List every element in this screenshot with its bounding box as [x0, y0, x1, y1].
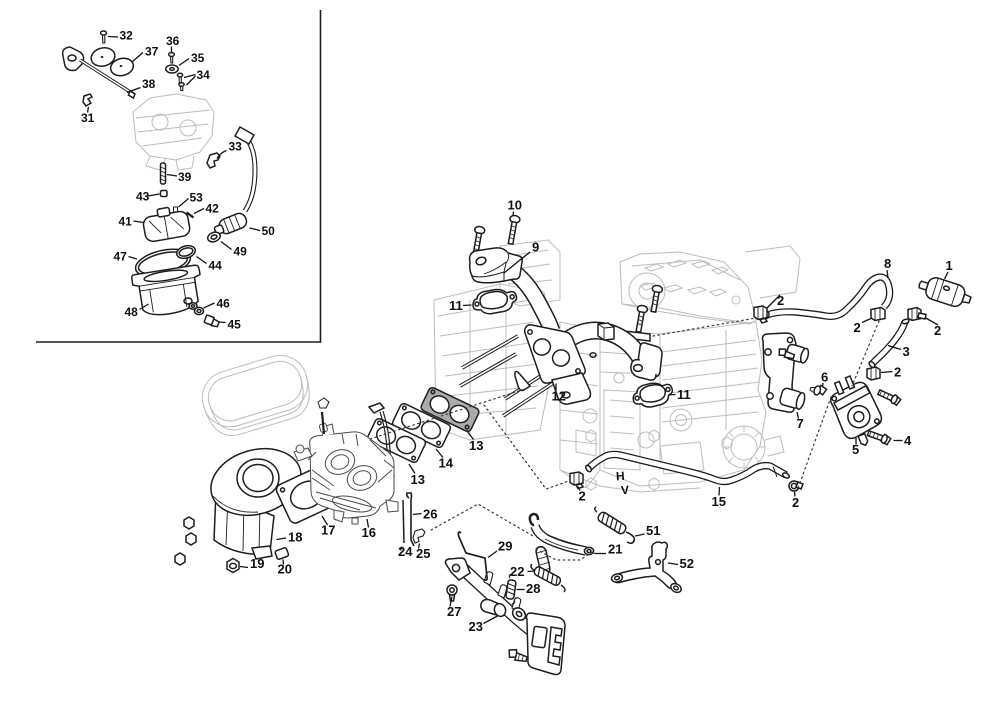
svg-text:15: 15 [712, 494, 726, 509]
svg-text:2: 2 [934, 323, 941, 338]
svg-text:13: 13 [469, 438, 483, 453]
svg-text:2: 2 [579, 489, 586, 504]
svg-text:50: 50 [262, 224, 276, 238]
svg-text:44: 44 [209, 259, 223, 273]
svg-text:25: 25 [416, 546, 430, 561]
svg-text:46: 46 [217, 297, 231, 311]
svg-text:V: V [621, 483, 630, 498]
svg-text:29: 29 [498, 539, 512, 554]
svg-text:12: 12 [552, 389, 566, 404]
svg-text:H: H [616, 469, 626, 484]
svg-text:31: 31 [81, 111, 95, 125]
svg-text:42: 42 [206, 202, 220, 216]
svg-text:39: 39 [178, 170, 192, 184]
svg-text:47: 47 [114, 250, 128, 264]
svg-text:16: 16 [362, 525, 376, 540]
svg-text:49: 49 [234, 245, 248, 259]
svg-text:11: 11 [677, 387, 691, 402]
svg-text:45: 45 [228, 318, 242, 332]
svg-text:24: 24 [398, 544, 413, 559]
svg-text:14: 14 [439, 456, 454, 471]
svg-text:43: 43 [136, 190, 150, 204]
svg-text:2: 2 [894, 365, 901, 380]
svg-text:27: 27 [447, 604, 461, 619]
svg-text:17: 17 [321, 523, 335, 538]
svg-text:2: 2 [854, 320, 861, 335]
svg-text:41: 41 [119, 215, 133, 229]
svg-text:34: 34 [197, 68, 211, 82]
svg-text:32: 32 [120, 29, 134, 43]
svg-text:3: 3 [903, 344, 910, 359]
svg-text:1: 1 [946, 258, 953, 273]
svg-text:6: 6 [821, 370, 828, 385]
svg-text:2: 2 [792, 495, 799, 510]
svg-text:37: 37 [145, 45, 159, 59]
svg-text:2: 2 [777, 293, 784, 308]
svg-text:38: 38 [142, 77, 156, 91]
svg-text:51: 51 [646, 523, 660, 538]
svg-text:35: 35 [191, 51, 205, 65]
svg-text:10: 10 [508, 198, 522, 213]
svg-text:28: 28 [526, 581, 540, 596]
svg-text:20: 20 [278, 562, 292, 577]
svg-text:4: 4 [904, 433, 912, 448]
svg-text:5: 5 [852, 442, 859, 457]
svg-text:48: 48 [125, 305, 139, 319]
svg-text:18: 18 [288, 530, 302, 545]
svg-text:7: 7 [797, 416, 804, 431]
svg-text:9: 9 [532, 240, 539, 255]
svg-text:53: 53 [190, 191, 204, 205]
svg-text:8: 8 [884, 256, 891, 271]
svg-text:22: 22 [510, 564, 524, 579]
svg-text:13: 13 [411, 472, 425, 487]
svg-text:11: 11 [449, 298, 463, 313]
svg-text:26: 26 [423, 507, 437, 522]
svg-text:36: 36 [166, 34, 180, 48]
svg-text:52: 52 [680, 556, 694, 571]
svg-text:19: 19 [250, 556, 264, 571]
svg-text:33: 33 [229, 140, 243, 154]
svg-text:23: 23 [469, 619, 483, 634]
svg-text:21: 21 [608, 542, 622, 557]
